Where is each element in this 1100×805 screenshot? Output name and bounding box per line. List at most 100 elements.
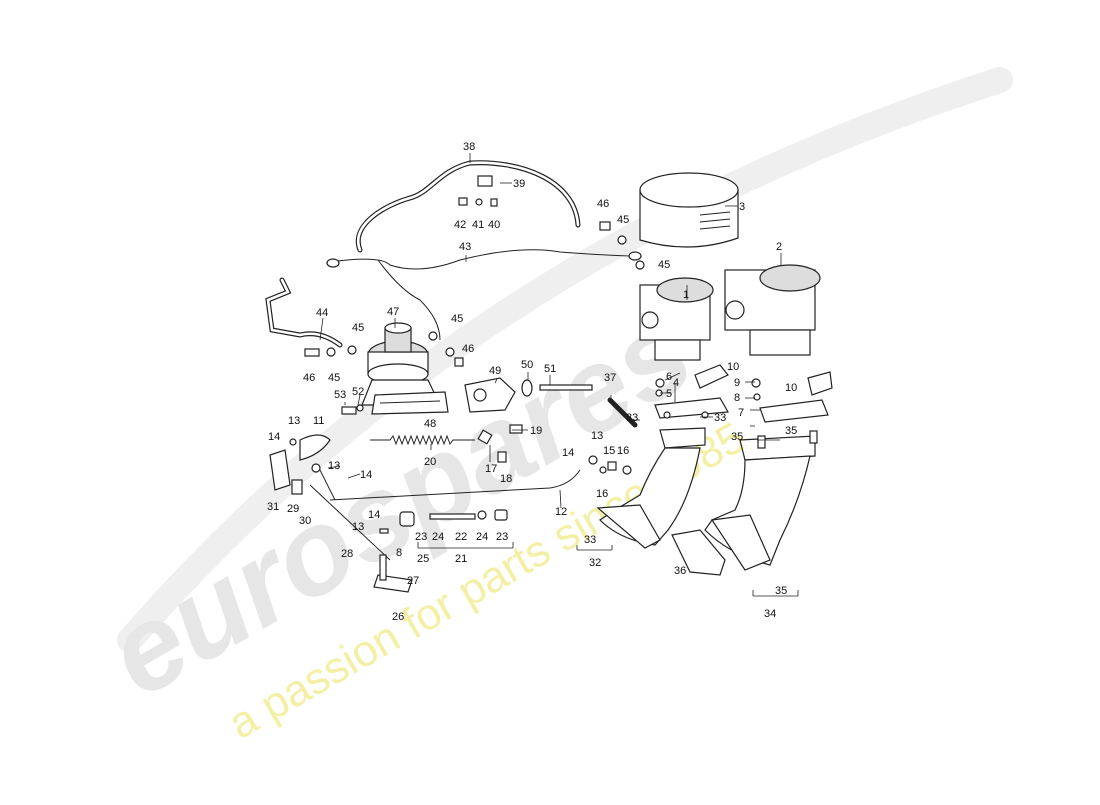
label-38: 38 — [463, 141, 475, 153]
label-23-b: 23 — [496, 531, 508, 543]
part-air-filter-3 — [639, 172, 739, 248]
part-spring-20 — [370, 434, 475, 446]
label-12: 12 — [555, 506, 567, 518]
label-29: 29 — [287, 503, 299, 515]
part-intake-manifold-32 — [596, 427, 706, 549]
label-30: 30 — [299, 515, 311, 527]
label-26: 26 — [392, 611, 404, 623]
part-intake-manifold-34 — [704, 435, 816, 571]
label-8-bottom: 8 — [396, 547, 402, 559]
label-28: 28 — [341, 548, 353, 560]
label-34: 34 — [764, 608, 776, 620]
label-31: 31 — [267, 501, 279, 513]
label-45-top: 45 — [617, 214, 629, 226]
label-23-a: 23 — [415, 531, 427, 543]
part-lever-assembly-26 — [373, 554, 413, 593]
label-27: 27 — [407, 575, 419, 587]
label-16-a: 16 — [617, 445, 629, 457]
part-fuel-line-43 — [326, 249, 642, 341]
label-18: 18 — [500, 473, 512, 485]
label-5: 5 — [666, 388, 672, 400]
label-19: 19 — [530, 425, 542, 437]
label-50: 50 — [521, 359, 533, 371]
part-fuel-hose-38 — [355, 160, 581, 253]
label-32: 32 — [589, 557, 601, 569]
label-14-b: 14 — [360, 469, 372, 481]
label-48: 48 — [424, 418, 436, 430]
part-carburetor-1 — [639, 277, 714, 361]
part-push-rod-51 — [539, 384, 593, 391]
label-10-left: 10 — [727, 361, 739, 373]
part-gasket-36 — [671, 529, 726, 576]
label-33-mid: 33 — [714, 412, 726, 424]
label-17: 17 — [485, 463, 497, 475]
label-46-left: 46 — [303, 372, 315, 384]
part-throttle-rod-12 — [319, 469, 581, 501]
label-45-left: 45 — [328, 372, 340, 384]
label-13-a: 13 — [288, 415, 300, 427]
part-spacer-48 — [371, 391, 449, 415]
label-2: 2 — [776, 241, 782, 253]
label-37: 37 — [604, 372, 616, 384]
label-10-right: 10 — [785, 382, 797, 394]
label-43: 43 — [459, 241, 471, 253]
part-rod-assembly-21 — [399, 509, 508, 527]
label-8-top: 8 — [734, 392, 740, 404]
part-lever-10 — [694, 364, 729, 389]
label-53: 53 — [334, 389, 346, 401]
small-fasteners — [289, 175, 818, 534]
label-39: 39 — [513, 178, 525, 190]
part-number-labels: 38 39 42 41 40 43 46 45 3 2 45 1 44 47 4… — [267, 141, 797, 623]
part-lever-10b — [807, 371, 833, 396]
label-45-pump: 45 — [352, 322, 364, 334]
label-49: 49 — [489, 365, 501, 377]
part-elbow-hose-37 — [607, 397, 638, 428]
label-9: 9 — [734, 377, 740, 389]
label-14-c: 14 — [562, 447, 574, 459]
label-15: 15 — [603, 445, 615, 457]
label-14-d: 14 — [368, 509, 380, 521]
leader-lines — [319, 153, 799, 597]
label-4: 4 — [673, 377, 679, 389]
label-47: 47 — [387, 306, 399, 318]
label-33-left: 33 — [626, 412, 638, 424]
label-33-bottom: 33 — [584, 534, 596, 546]
label-6: 6 — [666, 371, 672, 383]
label-35-right: 35 — [785, 425, 797, 437]
label-42: 42 — [454, 219, 466, 231]
label-24-a: 24 — [432, 531, 444, 543]
part-gasket-7 — [759, 399, 829, 423]
part-bracket-31 — [269, 449, 291, 491]
label-3: 3 — [739, 201, 745, 213]
label-51: 51 — [544, 363, 556, 375]
label-25: 25 — [417, 553, 429, 565]
label-14-a: 14 — [268, 431, 280, 443]
label-46-mid: 46 — [462, 343, 474, 355]
label-22: 22 — [455, 531, 467, 543]
label-21: 21 — [455, 553, 467, 565]
label-24-b: 24 — [476, 531, 488, 543]
part-pump-lever-49 — [464, 377, 516, 413]
part-carburetor-2 — [724, 264, 821, 356]
label-40: 40 — [488, 219, 500, 231]
part-linkage-rod-28 — [309, 484, 391, 561]
label-13-c: 13 — [591, 430, 603, 442]
label-20: 20 — [424, 456, 436, 468]
label-35-left: 35 — [731, 431, 743, 443]
label-16-b: 16 — [596, 488, 608, 500]
label-13-d: 13 — [352, 521, 364, 533]
watermark: eurospares a passion for parts since 198… — [86, 67, 1013, 749]
label-35-bottom: 35 — [775, 585, 787, 597]
part-lever-11 — [299, 434, 331, 461]
label-46-top: 46 — [597, 198, 609, 210]
label-44: 44 — [316, 307, 328, 319]
part-gasket-4 — [654, 397, 729, 419]
label-45-carb: 45 — [658, 259, 670, 271]
label-52: 52 — [352, 386, 364, 398]
label-1: 1 — [683, 289, 689, 301]
part-fuel-pipe-44 — [265, 277, 343, 348]
label-7: 7 — [738, 407, 744, 419]
label-41: 41 — [472, 219, 484, 231]
